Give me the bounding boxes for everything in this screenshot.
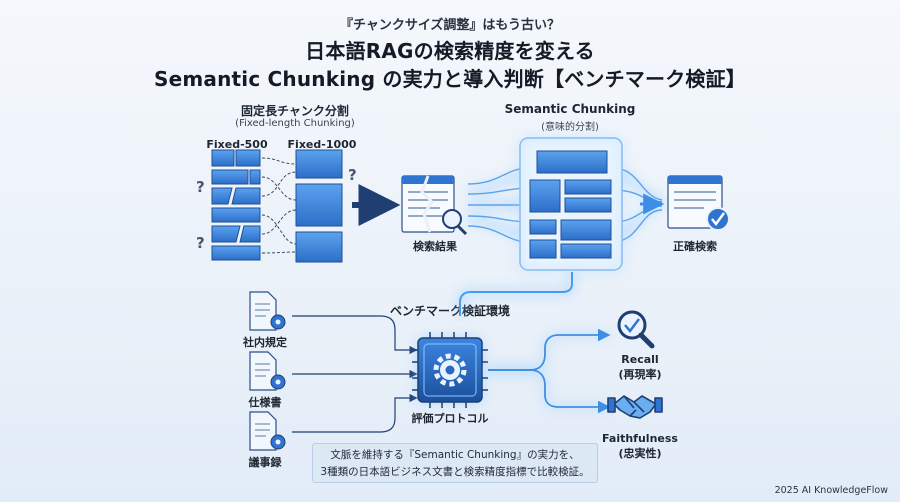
chip-gear-icon: [433, 353, 467, 387]
semantic-chunk-3: [564, 179, 612, 195]
semantic-title: Semantic Chunking: [504, 102, 636, 116]
title-line1: 日本語RAGの検索精度を変える: [305, 39, 595, 63]
handshake-icon: [607, 395, 663, 419]
chip-to-metric-arrows: [488, 328, 611, 414]
chunk-a1: [211, 149, 235, 167]
question-marks: ? ? ?: [196, 166, 357, 252]
caption-line-2: 3種類の日本語ビジネス文書と検索精度指標で比較検証。: [320, 466, 590, 478]
chunk-a5: [211, 187, 233, 205]
accurate-result-doc: [667, 175, 730, 231]
recall-magnifier-icon: [617, 310, 655, 349]
semantic-chunk-2: [529, 179, 561, 213]
fixed-500-chunks: [211, 149, 261, 261]
semantic-chunk-7: [529, 239, 557, 259]
fixed-title: 固定長チャンク分割: [241, 104, 349, 118]
metric-recall-sub: (再現率): [618, 368, 662, 381]
protocol-label: 評価プロトコル: [411, 412, 489, 425]
caption-line-1: 文脈を維持する『Semantic Chunking』の実力を、: [330, 449, 580, 461]
question-mark-icon: ?: [348, 166, 357, 184]
chunk-a6: [231, 187, 261, 205]
broken-result-doc: [401, 175, 468, 236]
doc-icon-spec: [249, 351, 286, 391]
fixed-col-b-label: Fixed-1000: [287, 138, 357, 151]
chunk-a9: [239, 225, 261, 243]
chunk-b3: [295, 231, 343, 263]
caption-box: 文脈を維持する『Semantic Chunking』の実力を、 3種類の日本語ビ…: [312, 443, 598, 483]
semantic-chunk-4: [564, 197, 612, 213]
metric-faith-name: Faithfulness: [602, 432, 678, 445]
doc-label-3: 議事録: [248, 456, 282, 469]
fixed-result-label: 検索結果: [413, 240, 457, 253]
doc-icons: [249, 291, 286, 451]
bench-title: ベンチマーク検証環境: [389, 304, 510, 318]
chunk-a10: [211, 245, 261, 261]
chunk-a8: [211, 225, 241, 243]
doc-icon-minutes: [249, 411, 286, 451]
chunk-a3: [211, 169, 249, 185]
dashed-links: [261, 157, 297, 254]
fixed-col-a-label: Fixed-500: [206, 138, 268, 151]
semantic-chunk-8: [560, 243, 612, 259]
semantic-chunk-panel: [517, 135, 625, 273]
question-mark-icon: ?: [196, 234, 205, 252]
semantic-chunk-1: [536, 150, 608, 174]
chunk-b1: [295, 149, 343, 179]
footer-credit: 2025 AI KnowledgeFlow: [774, 485, 888, 496]
semantic-result-label: 正確検索: [673, 240, 717, 253]
evaluation-chip: [412, 332, 488, 408]
semantic-chunk-6: [560, 219, 612, 241]
chunk-b2: [295, 183, 343, 227]
semantic-subtitle: (意味的分割): [541, 122, 599, 133]
chunk-a4: [249, 169, 261, 185]
metric-faith-sub: (忠実性): [618, 447, 662, 460]
fixed-1000-chunks: [295, 149, 343, 263]
doc-label-2: 仕様書: [248, 396, 282, 409]
doc-to-chip-arrows: [292, 315, 418, 433]
check-circle-icon: [706, 207, 730, 231]
question-mark-icon: ?: [196, 178, 205, 196]
magnifier-icon: [442, 209, 462, 229]
fixed-subtitle: (Fixed-length Chunking): [235, 118, 355, 129]
semantic-to-bench-connector: [457, 272, 575, 316]
chunk-a2: [235, 149, 261, 167]
semantic-chunk-5: [529, 219, 557, 235]
chunk-a7: [211, 207, 261, 223]
title-line2: Semantic Chunking の実力と導入判断【ベンチマーク検証】: [153, 67, 747, 91]
doc-label-1: 社内規定: [243, 336, 287, 349]
title-sub: 『チャンクサイズ調整』はもう古い？: [339, 18, 561, 33]
doc-icon-rules: [249, 291, 286, 331]
metric-recall-name: Recall: [621, 353, 659, 366]
